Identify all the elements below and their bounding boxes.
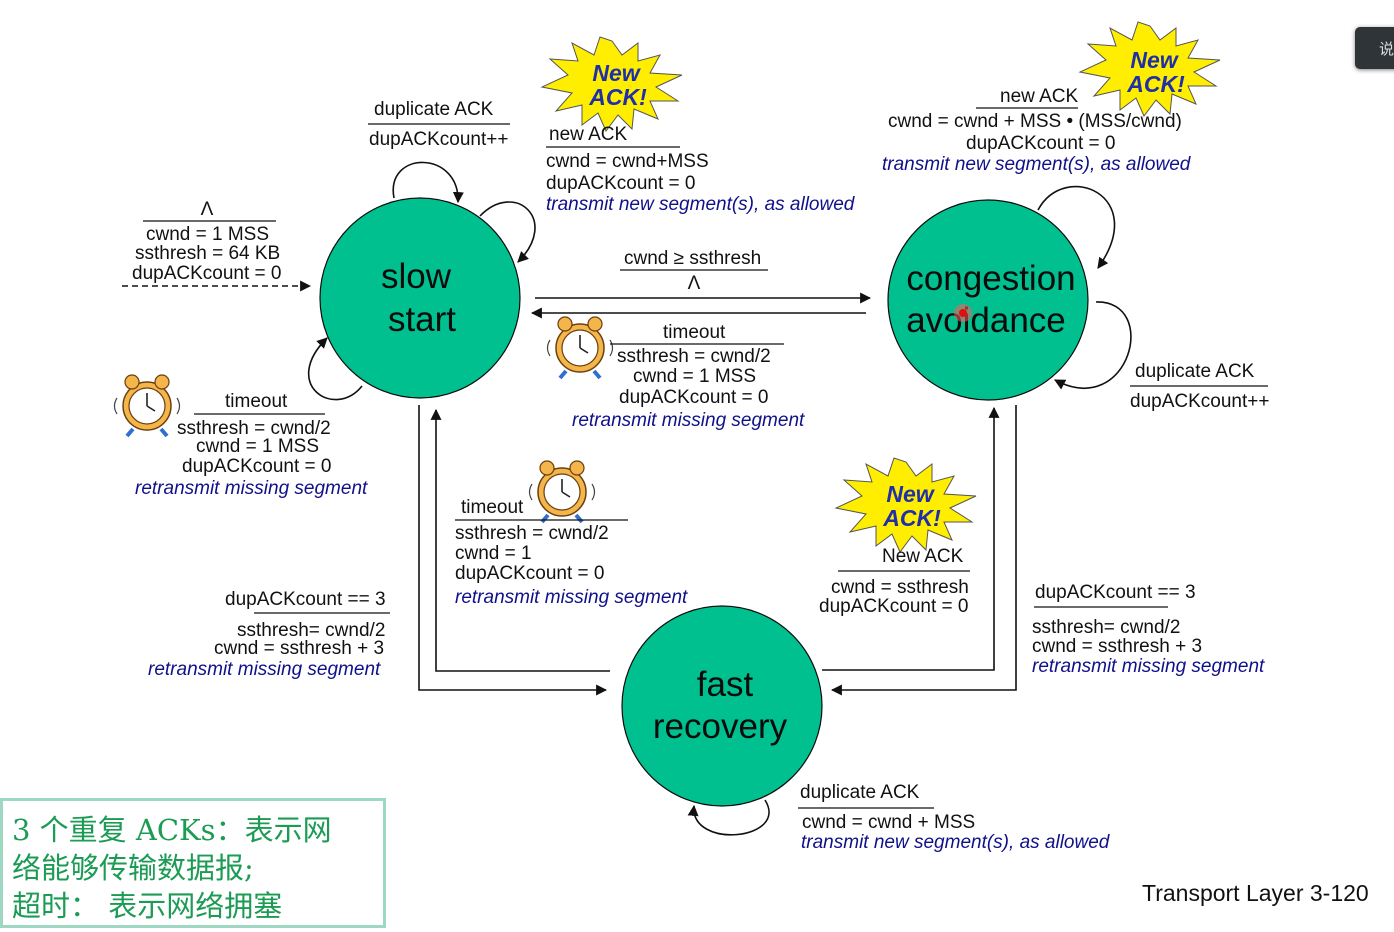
ca-dup-ack-event: duplicate ACK	[1135, 361, 1255, 382]
ss-dup-ack-action: dupACKcount++	[369, 129, 508, 150]
edge-fr-to-ca	[822, 406, 1000, 671]
init-action-3: dupACKcount = 0	[132, 263, 281, 284]
ss-timeout-action-3: dupACKcount = 0	[182, 456, 331, 477]
ca-to-fr-note: retransmit missing segment	[1032, 656, 1265, 677]
fr-dup-ack-note: transmit new segment(s), as allowed	[801, 832, 1111, 853]
ca-to-fr-action-1: ssthresh= cwnd/2	[1032, 617, 1180, 638]
ss-timeout-action-1: ssthresh = cwnd/2	[177, 418, 331, 439]
fr-to-ca-action-1: cwnd = ssthresh	[831, 577, 969, 598]
ca-new-ack-note: transmit new segment(s), as allowed	[882, 154, 1192, 175]
state-slow-start-line2: start	[388, 300, 456, 339]
state-congestion-avoidance-line2: avoidance	[906, 301, 1066, 340]
ss-timeout-action-2: cwnd = 1 MSS	[196, 436, 319, 457]
ca-to-fr-action-2: cwnd = ssthresh + 3	[1032, 636, 1202, 657]
slide-footer: Transport Layer 3-120	[1142, 880, 1369, 906]
new-ack-burst-3-line1: New	[886, 481, 935, 507]
edge-ss-timeout-loop	[307, 337, 363, 401]
fr-timeout-event: timeout	[461, 497, 524, 518]
state-fast-recovery	[621, 605, 823, 807]
ss-to-ca-action: Λ	[688, 273, 701, 294]
ca-timeout-event: timeout	[663, 322, 726, 343]
edge-ca-dup-ack-loop	[1054, 301, 1132, 390]
edge-ss-dup-ack-loop	[392, 161, 464, 204]
fr-timeout-note: retransmit missing segment	[455, 587, 688, 608]
fr-dup-ack-event: duplicate ACK	[800, 782, 920, 803]
alarm-clock-icon	[527, 459, 597, 524]
ss-dup-ack-event: duplicate ACK	[374, 99, 494, 120]
side-panel-tab-label: 说	[1379, 40, 1394, 58]
ss-timeout-note: retransmit missing segment	[135, 478, 368, 499]
ca-timeout-action-3: dupACKcount = 0	[619, 387, 768, 408]
ss-timeout-event: timeout	[225, 391, 288, 412]
ss-to-fr-action-2: cwnd = ssthresh + 3	[214, 638, 384, 659]
ss-new-ack-action-1: cwnd = cwnd+MSS	[546, 151, 709, 172]
fr-dup-ack-action: cwnd = cwnd + MSS	[802, 812, 975, 833]
edge-ss-to-fr	[418, 405, 608, 696]
ca-dup-ack-action: dupACKcount++	[1130, 391, 1269, 412]
pointer-cursor-icon	[954, 304, 972, 322]
ss-new-ack-event: new ACK	[549, 124, 627, 145]
ca-new-ack-action-2: dupACKcount = 0	[966, 133, 1115, 154]
new-ack-burst-1-line2: ACK!	[588, 84, 647, 110]
state-slow-start	[319, 197, 521, 399]
fr-to-ca-action-2: dupACKcount = 0	[819, 596, 968, 617]
side-panel-tab[interactable]: 说	[1355, 27, 1394, 69]
ca-new-ack-action-1: cwnd = cwnd + MSS • (MSS/cwnd)	[888, 111, 1182, 132]
fr-timeout-action-2: cwnd = 1	[455, 543, 532, 564]
edge-ca-new-ack-loop	[1037, 185, 1116, 269]
init-action-2: ssthresh = 64 KB	[135, 243, 280, 264]
ca-new-ack-event: new ACK	[1000, 86, 1078, 107]
edge-ss-new-ack-loop	[479, 201, 536, 263]
ss-to-fr-action-1: ssthresh= cwnd/2	[237, 620, 385, 641]
state-slow-start-line1: slow	[381, 257, 452, 296]
fr-timeout-action-3: dupACKcount = 0	[455, 563, 604, 584]
ss-to-fr-event: dupACKcount == 3	[225, 589, 386, 610]
state-congestion-avoidance-line1: congestion	[906, 259, 1075, 298]
ss-to-fr-note: retransmit missing segment	[148, 659, 381, 680]
ca-timeout-action-2: cwnd = 1 MSS	[633, 366, 756, 387]
ca-timeout-note: retransmit missing segment	[572, 410, 805, 431]
init-event: Λ	[201, 199, 214, 220]
alarm-clock-icon	[112, 373, 182, 438]
note-line-1: 3 个重复 ACKs：表示网	[12, 813, 332, 847]
new-ack-burst-3-line2: ACK!	[882, 505, 941, 531]
new-ack-burst-2-line2: ACK!	[1126, 71, 1185, 97]
edge-fr-dup-ack-loop	[687, 799, 770, 836]
edge-fr-to-ss-timeout	[430, 408, 610, 672]
note-line-3: 超时： 表示网络拥塞	[12, 889, 283, 923]
annotation-note-box: 3 个重复 ACKs：表示网 络能够传输数据报; 超时： 表示网络拥塞	[0, 798, 386, 928]
state-fast-recovery-line2: recovery	[653, 707, 788, 746]
alarm-clock-icon	[545, 315, 615, 380]
new-ack-burst-2-line1: New	[1130, 47, 1179, 73]
init-action-1: cwnd = 1 MSS	[146, 224, 269, 245]
ss-to-ca-event: cwnd ≥ ssthresh	[624, 248, 761, 269]
ss-new-ack-note: transmit new segment(s), as allowed	[546, 194, 856, 215]
ca-timeout-action-1: ssthresh = cwnd/2	[617, 346, 771, 367]
state-fast-recovery-line1: fast	[697, 665, 754, 704]
new-ack-burst-1-line1: New	[592, 60, 641, 86]
ss-new-ack-action-2: dupACKcount = 0	[546, 173, 695, 194]
fr-timeout-action-1: ssthresh = cwnd/2	[455, 523, 609, 544]
edge-ca-to-fr	[830, 405, 1017, 696]
fr-to-ca-event: New ACK	[882, 546, 964, 567]
note-line-2: 络能够传输数据报;	[12, 851, 254, 885]
state-congestion-avoidance	[887, 199, 1089, 401]
ca-to-fr-event: dupACKcount == 3	[1035, 582, 1196, 603]
